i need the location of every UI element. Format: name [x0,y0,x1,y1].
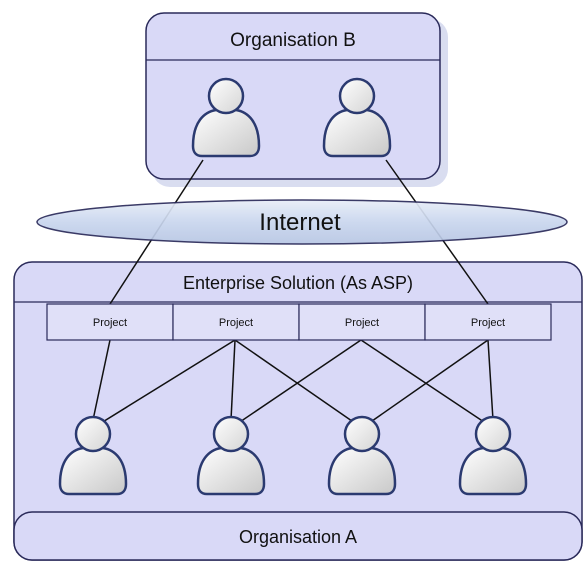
internet-label: Internet [259,209,341,236]
organisation-a-title: Organisation A [239,527,357,547]
organisation-b-title: Organisation B [230,30,356,51]
connector-project2-usera1 [92,339,236,429]
internet-cloud: Internet [36,199,568,245]
connector-project2-usera3 [234,339,363,429]
connector-project2-usera2 [230,339,236,421]
project-label: Project [471,317,505,329]
connector-project3-usera2 [230,339,362,429]
project-box[interactable]: Project [424,303,552,341]
project-box[interactable]: Project [46,303,174,341]
project-box[interactable]: Project [172,303,300,341]
connector-project3-usera4 [360,339,494,429]
organisation-b-panel: Organisation B [145,12,448,187]
project-label: Project [219,317,253,329]
organisation-a-panel: Organisation A [13,511,583,561]
project-box[interactable]: Project [298,303,426,341]
project-row: Project Project Project Project [46,303,552,341]
project-label: Project [345,317,379,329]
enterprise-title: Enterprise Solution (As ASP) [183,273,413,293]
connector-project4-usera3 [361,339,489,429]
connector-project4-usera4 [487,339,494,421]
connector-project1-usera1 [92,339,111,421]
project-label: Project [93,317,127,329]
